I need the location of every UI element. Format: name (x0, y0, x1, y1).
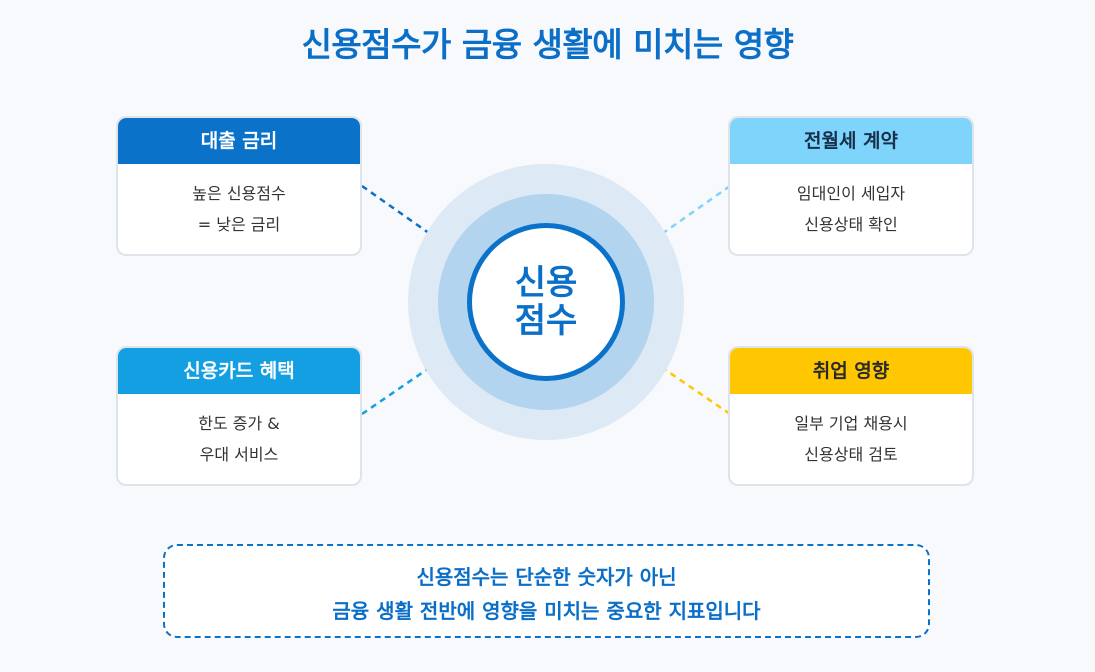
card-header: 취업 영향 (730, 348, 972, 394)
card-line: 높은 신용점수 (192, 184, 286, 203)
card-header: 대출 금리 (118, 118, 360, 164)
card-body: 한도 증가 & 우대 서비스 (118, 394, 360, 470)
card-line: 일부 기업 채용시 (794, 414, 908, 433)
card-credit-card-benefits: 신용카드 혜택 한도 증가 & 우대 서비스 (116, 346, 362, 486)
card-body: 임대인이 세입자 신용상태 확인 (730, 164, 972, 240)
center-label-line1: 신용 (514, 263, 578, 303)
card-line: 한도 증가 & (198, 414, 280, 433)
card-line: 우대 서비스 (199, 445, 279, 464)
card-rental-contract: 전월세 계약 임대인이 세입자 신용상태 확인 (728, 116, 974, 256)
center-label-line2: 점수 (514, 301, 578, 341)
card-loan-interest: 대출 금리 높은 신용점수 = 낮은 금리 (116, 116, 362, 256)
card-header: 신용카드 혜택 (118, 348, 360, 394)
credit-score-center: 신용 점수 (467, 223, 625, 381)
card-body: 일부 기업 채용시 신용상태 검토 (730, 394, 972, 470)
card-line: 신용상태 검토 (804, 445, 898, 464)
card-line: 임대인이 세입자 (796, 184, 906, 203)
card-body: 높은 신용점수 = 낮은 금리 (118, 164, 360, 240)
card-employment-impact: 취업 영향 일부 기업 채용시 신용상태 검토 (728, 346, 974, 486)
note-line1: 신용점수는 단순한 숫자가 아닌 (416, 565, 677, 589)
card-line: = 낮은 금리 (197, 215, 281, 234)
card-line: 신용상태 확인 (804, 215, 898, 234)
note-line2: 금융 생활 전반에 영향을 미치는 중요한 지표입니다 (332, 599, 761, 623)
card-header: 전월세 계약 (730, 118, 972, 164)
summary-note: 신용점수는 단순한 숫자가 아닌 금융 생활 전반에 영향을 미치는 중요한 지… (163, 544, 930, 638)
page-title: 신용점수가 금융 생활에 미치는 영향 (301, 25, 794, 64)
